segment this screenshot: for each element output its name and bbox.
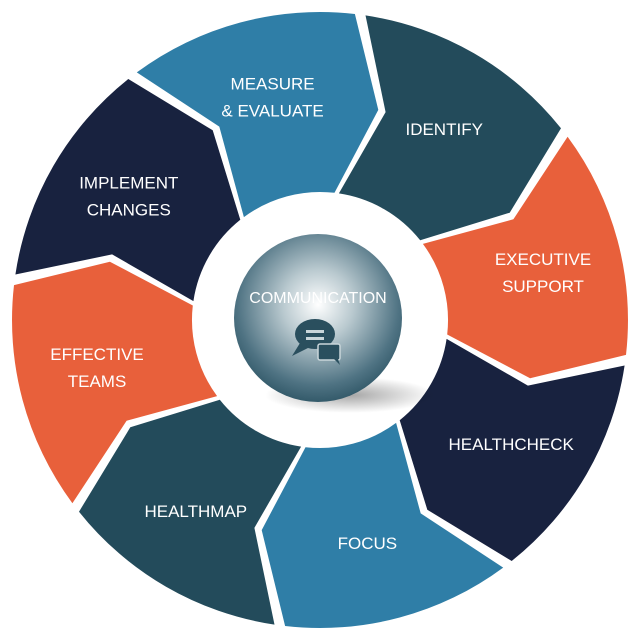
- segment-label-line: MEASURE: [231, 75, 315, 94]
- segment-healthcheck: [399, 338, 625, 561]
- communication-sphere: [234, 234, 402, 402]
- segment-label-line: HEALTHCHECK: [449, 435, 575, 454]
- segment-label: EFFECTIVE TEAMS: [50, 345, 144, 391]
- segment-label-line: & EVALUATE: [221, 102, 323, 121]
- segment-label-line: IDENTIFY: [405, 120, 482, 139]
- segment-label-line: EFFECTIVE: [50, 345, 144, 364]
- segment-label: FOCUS: [338, 534, 398, 553]
- segment-label-line: EXECUTIVE: [495, 250, 591, 269]
- segment-executive-support: [422, 136, 628, 379]
- segment-label: HEALTHCHECK: [449, 435, 575, 454]
- segment-healthmap: [79, 399, 302, 625]
- segment-label-line: HEALTHMAP: [144, 502, 247, 521]
- segment-label-line: CHANGES: [87, 200, 171, 219]
- segment-implement-changes: [15, 79, 241, 302]
- segment-measure-evaluate: [136, 12, 379, 218]
- segment-effective-teams: [12, 261, 218, 504]
- segment-label: IDENTIFY: [405, 120, 482, 139]
- segment-label-line: SUPPORT: [502, 277, 584, 296]
- segment-label-line: IMPLEMENT: [79, 173, 178, 192]
- segment-label-line: FOCUS: [338, 534, 398, 553]
- segment-identify: [338, 15, 561, 241]
- segment-label: IMPLEMENT CHANGES: [79, 173, 178, 219]
- segment-label: MEASURE & EVALUATE: [221, 75, 323, 121]
- segment-focus: [261, 422, 504, 628]
- segment-label-line: TEAMS: [68, 372, 127, 391]
- segments: MEASURE & EVALUATE IDENTIFY EXECUTIVE SUPPOR…: [12, 12, 628, 628]
- segment-label: EXECUTIVE SUPPORT: [495, 250, 591, 296]
- segment-label: HEALTHMAP: [144, 502, 247, 521]
- speech-bubbles-icon: [292, 319, 341, 365]
- center-label: COMMUNICATION: [249, 290, 386, 307]
